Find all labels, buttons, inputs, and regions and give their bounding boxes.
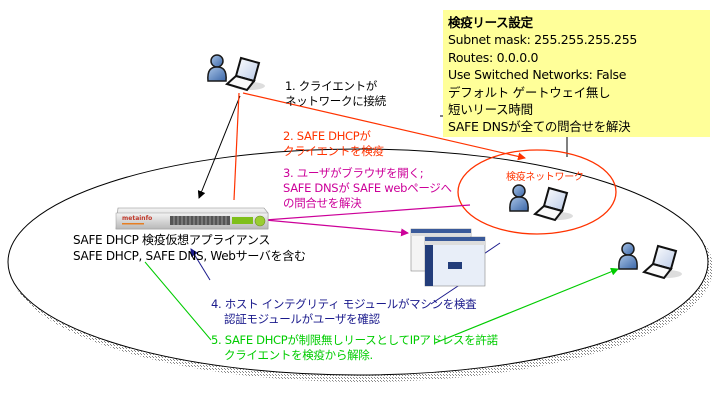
step4-line: 認証モジュールがユーザを確認 [224,312,380,326]
appliance-brand: metainfo [122,215,152,222]
step4-line: 4. ホスト インテグリティ モジュールがマシンを検査 [211,297,477,311]
quarantine-network-boundary [457,149,617,235]
callout-title: 検疫リース設定 [448,15,533,30]
step2-line-up [233,92,240,201]
step1-arrow [197,95,241,199]
callout-line: Use Switched Networks: False [448,67,627,83]
step5-arrow [434,267,619,344]
step5-label: 5. SAFE DHCPが制限無しリースとしてIPアドレスを許諾 クライエントを… [211,333,498,363]
step1-label: 1. クライエントが ネットワークに接続 [285,79,386,109]
step3-arrow [264,219,409,237]
step5-line-left [144,261,212,341]
appliance-caption-line: SAFE DHCP, SAFE DNS, Webサーバを含む [73,249,306,263]
step1-line: 1. クライエントが [285,79,378,93]
step3-line: の問合せを解決 [283,196,362,210]
appliance-caption-line: SAFE DHCP 検疫仮想アプライアンス [73,233,271,247]
callout-line: Subnet mask: 255.255.255.255 [448,32,638,48]
step2-line: 2. SAFE DHCPが [283,129,371,143]
callout-line: デフォルト ゲートウェイ無し [448,84,611,100]
callout-line: Routes: 0.0.0.0 [448,49,539,65]
step5-line: クライエントを検疫から解除. [224,348,373,362]
step3-line: SAFE DNSが SAFE webページへ [283,181,452,195]
step2-label: 2. SAFE DHCPが クライエントを検疫 [283,129,384,159]
step2-arrow [242,92,526,161]
step3-label: 3. ユーザがブラウザを開く; SAFE DNSが SAFE webページへ の… [283,166,452,211]
step5-line: 5. SAFE DHCPが制限無しリースとしてIPアドレスを許諾 [211,333,498,347]
step4-arrow [190,248,211,281]
network-boundary [7,148,709,376]
server-appliance-icon: metainfo [115,207,269,230]
step3-line [264,204,471,221]
step4-label: 4. ホスト インテグリティ モジュールがマシンを検査 認証モジュールがユーザを… [211,297,477,327]
browser-window-icon [410,228,486,287]
appliance-caption: SAFE DHCP 検疫仮想アプライアンス SAFE DHCP, SAFE DN… [73,232,306,264]
step3-line: 3. ユーザがブラウザを開く; [283,166,424,180]
quarantine-lease-settings-callout: 検疫リース設定 Subnet mask: 255.255.255.255 Rou… [443,10,710,137]
quarantine-network-label: 検疫ネットワーク [506,172,584,183]
laptop-icon [226,57,266,91]
callout-line: 短いリース時間 [448,102,533,118]
user-icon [207,54,227,82]
step2-line: クライエントを検疫 [283,144,384,158]
step1-line: ネットワークに接続 [285,94,386,108]
callout-line: SAFE DNSが全ての問合せを解決 [448,119,631,135]
